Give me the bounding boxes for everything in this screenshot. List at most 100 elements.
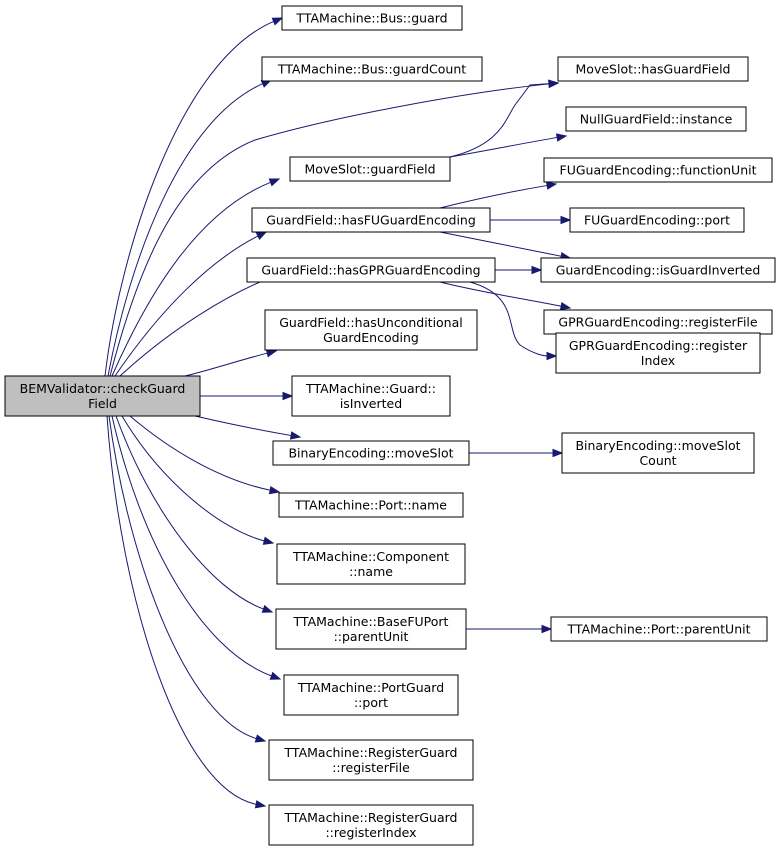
edge-root-to-n_regguard_registerindex bbox=[106, 415, 267, 809]
edge-root-to-n_component_name bbox=[121, 415, 275, 545]
function-node-fuge-functionunit[interactable]: FUGuardEncoding::functionUnit bbox=[543, 157, 773, 183]
function-node-moveslot-hasguardfield[interactable]: MoveSlot::hasGuardField bbox=[557, 56, 749, 82]
node-label-line: TTAMachine::Port::name bbox=[294, 498, 447, 513]
edge-n_gf_hasgprguard-to-n_gprge_registerfile bbox=[439, 281, 572, 311]
node-label-line: isInverted bbox=[340, 396, 402, 411]
edge-root-to-n_guard_isinverted bbox=[194, 391, 294, 401]
edge-line bbox=[106, 415, 258, 806]
function-node-port-parentunit[interactable]: TTAMachine::Port::parentUnit bbox=[550, 616, 768, 642]
arrowhead-icon bbox=[555, 133, 568, 142]
node-box bbox=[268, 739, 474, 781]
edge-line bbox=[107, 82, 264, 377]
node-box bbox=[272, 440, 470, 466]
node-box bbox=[268, 804, 474, 846]
function-node-gf-hasfuguard[interactable]: GuardField::hasFUGuardEncoding bbox=[251, 207, 491, 233]
edge-line bbox=[109, 83, 551, 377]
edge-n_moveslot_guardfield-to-n_nullguardfield_instance bbox=[449, 133, 568, 158]
node-label-line: BinaryEncoding::moveSlot bbox=[288, 446, 453, 461]
edge-line bbox=[439, 184, 549, 209]
edge-root-to-n_gf_hasfuguard bbox=[114, 231, 268, 377]
node-box bbox=[555, 332, 761, 374]
edge-n_basefuport_parentunit-to-n_port_parentunit bbox=[466, 624, 553, 634]
function-node-component-name[interactable]: TTAMachine::Component::name bbox=[276, 543, 466, 585]
node-label-line: ::registerIndex bbox=[325, 825, 416, 840]
edge-root-to-n_basefuport_parentunit bbox=[115, 415, 274, 613]
node-label-line: Count bbox=[639, 453, 676, 468]
edge-line bbox=[449, 136, 559, 158]
node-label-line: FUGuardEncoding::functionUnit bbox=[560, 163, 757, 178]
arrowhead-icon bbox=[559, 301, 572, 311]
node-box bbox=[283, 674, 459, 716]
function-node-nullguardfield-instance[interactable]: NullGuardField::instance bbox=[565, 106, 747, 132]
function-node-gf-hasgprguard[interactable]: GuardField::hasGPRGuardEncoding bbox=[246, 257, 496, 283]
function-node-basefuport-parentunit[interactable]: TTAMachine::BaseFUPort::parentUnit bbox=[275, 608, 467, 650]
node-box bbox=[264, 309, 478, 351]
function-node-ge-isguardinverted[interactable]: GuardEncoding::isGuardInverted bbox=[540, 257, 776, 283]
edge-line bbox=[115, 415, 265, 610]
edge-line bbox=[129, 415, 272, 491]
node-label-line: ::parentUnit bbox=[334, 629, 409, 644]
edge-root-to-n_bus_guard bbox=[104, 17, 284, 377]
function-node-regguard-registerindex[interactable]: TTAMachine::RegisterGuard::registerIndex bbox=[268, 804, 474, 846]
function-node-portguard-port[interactable]: TTAMachine::PortGuard::port bbox=[283, 674, 459, 716]
function-node-regguard-registerfile[interactable]: TTAMachine::RegisterGuard::registerFile bbox=[268, 739, 474, 781]
edge-root-to-n_be_moveslot bbox=[194, 415, 302, 440]
edge-root-to-n_gf_hasunconditional bbox=[184, 349, 278, 377]
node-box bbox=[550, 616, 768, 642]
function-node-bus-guard[interactable]: TTAMachine::Bus::guard bbox=[281, 5, 463, 31]
function-node-guard-isinverted[interactable]: TTAMachine::Guard::isInverted bbox=[291, 375, 451, 417]
node-box bbox=[276, 543, 466, 585]
edge-line bbox=[184, 352, 269, 377]
node-label-line: FUGuardEncoding::port bbox=[584, 213, 730, 228]
arrowhead-icon bbox=[269, 671, 282, 680]
arrowhead-icon bbox=[262, 536, 275, 545]
arrowhead-icon bbox=[271, 17, 284, 26]
function-node-moveslot-guardfield[interactable]: MoveSlot::guardField bbox=[289, 156, 451, 182]
function-node-bus-guardcount[interactable]: TTAMachine::Bus::guardCount bbox=[261, 56, 483, 82]
arrowhead-icon bbox=[254, 800, 267, 809]
node-box bbox=[540, 257, 776, 283]
node-label-line: Index bbox=[641, 353, 675, 368]
edge-root-to-n_gf_hasgprguard bbox=[119, 271, 288, 377]
arrowhead-icon bbox=[254, 734, 267, 743]
function-node-gprge-registerfile[interactable]: GPRGuardEncoding::registerFile bbox=[543, 309, 773, 335]
node-box bbox=[565, 106, 747, 132]
function-node-fuge-port[interactable]: FUGuardEncoding::port bbox=[569, 207, 745, 233]
node-label-line: TTAMachine::Bus::guard bbox=[295, 11, 447, 26]
arrowhead-icon bbox=[548, 79, 560, 88]
edge-line bbox=[108, 415, 258, 740]
node-label-line: GPRGuardEncoding::register bbox=[569, 338, 748, 353]
function-node-gprge-registerindex[interactable]: GPRGuardEncoding::registerIndex bbox=[555, 332, 761, 374]
arrowhead-icon bbox=[545, 181, 558, 190]
node-box bbox=[543, 157, 773, 183]
node-label-line: BEMValidator::checkGuard bbox=[20, 381, 186, 396]
edge-line bbox=[439, 231, 563, 257]
edge-line bbox=[104, 20, 275, 377]
function-node-be-moveslot[interactable]: BinaryEncoding::moveSlot bbox=[272, 440, 470, 466]
node-box bbox=[251, 207, 491, 233]
node-label-line: ::name bbox=[349, 564, 393, 579]
arrowhead-icon bbox=[268, 485, 281, 495]
edge-n_gf_hasfuguard-to-n_ge_isguardinverted bbox=[439, 231, 572, 261]
node-label-line: GuardField::hasUnconditional bbox=[279, 315, 463, 330]
edge-n_gf_hasgprguard-to-n_ge_isguardinverted bbox=[495, 265, 543, 275]
node-label-line: TTAMachine::BaseFUPort bbox=[293, 614, 449, 629]
node-box bbox=[4, 375, 201, 417]
function-node-port-name[interactable]: TTAMachine::Port::name bbox=[278, 492, 464, 518]
node-box bbox=[557, 56, 749, 82]
edge-n_gf_hasfuguard-to-n_fuge_port bbox=[490, 215, 572, 225]
arrowhead-icon bbox=[546, 351, 558, 361]
function-node-gf-hasunconditional[interactable]: GuardField::hasUnconditionalGuardEncodin… bbox=[264, 309, 478, 351]
edge-line bbox=[121, 415, 266, 542]
edge-root-to-n_moveslot_guardfield bbox=[111, 178, 281, 377]
node-label-line: GuardEncoding bbox=[323, 330, 419, 345]
arrowhead-icon bbox=[261, 604, 274, 613]
node-box bbox=[246, 257, 496, 283]
node-box bbox=[561, 432, 755, 474]
node-box bbox=[261, 56, 483, 82]
node-label-line: GuardEncoding::isGuardInverted bbox=[556, 263, 761, 278]
node-label-line: GuardField::hasGPRGuardEncoding bbox=[261, 263, 480, 278]
arrowhead-icon bbox=[268, 178, 281, 187]
